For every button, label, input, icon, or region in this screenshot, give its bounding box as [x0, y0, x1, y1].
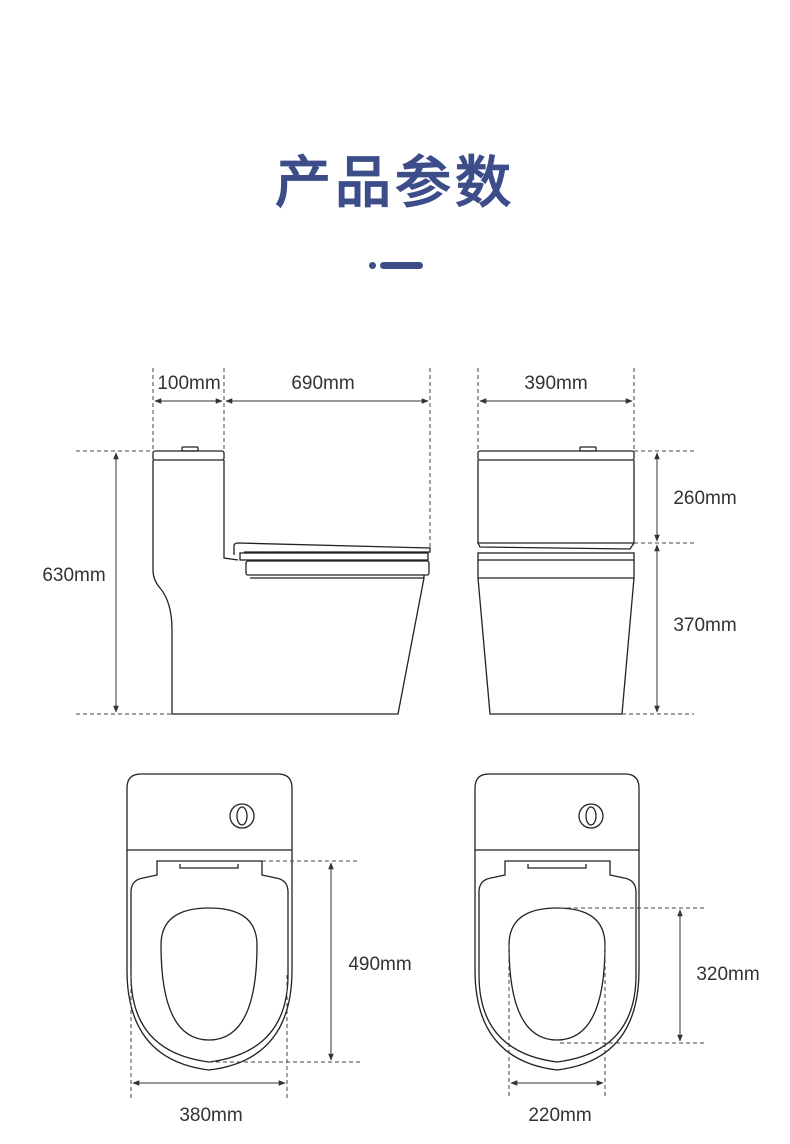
- top2-rim-outline: [478, 860, 637, 1063]
- dim-630-label: 630mm: [42, 565, 105, 586]
- side-dimension-arrows: [113, 398, 429, 713]
- front-seat-ring: [477, 560, 635, 579]
- side-seat: [239, 552, 429, 561]
- top-view-seat: [126, 773, 293, 1071]
- dim-380-label: 380mm: [179, 1105, 242, 1126]
- front-dimension-arrows: [479, 398, 660, 713]
- dim-390-label: 390mm: [524, 373, 587, 394]
- top1-seat-opening: [160, 907, 258, 1041]
- side-view: [152, 446, 431, 715]
- dim-370-label: 370mm: [673, 615, 736, 636]
- top1-bowl-outline: [126, 850, 293, 1071]
- accent-dot: [369, 262, 376, 269]
- side-seat-lid: [233, 542, 431, 555]
- side-flush-button: [181, 446, 199, 452]
- top2-dimension-arrows: [510, 909, 683, 1086]
- top1-extension-lines: [130, 860, 360, 1098]
- front-tank-sides: [477, 460, 635, 543]
- front-tank-lid: [477, 450, 635, 461]
- front-seat: [477, 552, 635, 561]
- side-body-outline: [152, 460, 425, 715]
- top2-bowl-opening: [508, 907, 606, 1041]
- top1-flush-button-icon: [229, 803, 255, 829]
- dim-320-label: 320mm: [696, 964, 759, 985]
- side-seat-ring: [245, 560, 430, 576]
- front-seat-lid: [476, 542, 636, 550]
- front-base: [477, 577, 635, 715]
- top1-seat-outline: [130, 860, 289, 1063]
- accent-bar: [380, 262, 423, 269]
- dim-100-label: 100mm: [157, 373, 220, 394]
- top2-extension-lines: [508, 907, 707, 1098]
- top1-dimension-arrows: [132, 862, 334, 1086]
- top2-flush-button-icon: [578, 803, 604, 829]
- front-flush-button: [579, 446, 597, 452]
- side-extension-lines: [76, 368, 431, 715]
- top1-tank: [126, 773, 293, 851]
- front-view: [476, 446, 636, 715]
- page-title: 产品参数: [275, 151, 515, 216]
- top-view-bowl: [474, 773, 640, 1071]
- dim-690-label: 690mm: [291, 373, 354, 394]
- dim-490-label: 490mm: [348, 954, 411, 975]
- dim-220-label: 220mm: [528, 1105, 591, 1126]
- dim-260-label: 260mm: [673, 488, 736, 509]
- top2-tank: [474, 773, 640, 851]
- side-tank-lid: [152, 450, 225, 461]
- top2-bowl-outline: [474, 850, 640, 1071]
- front-extension-lines: [477, 368, 694, 715]
